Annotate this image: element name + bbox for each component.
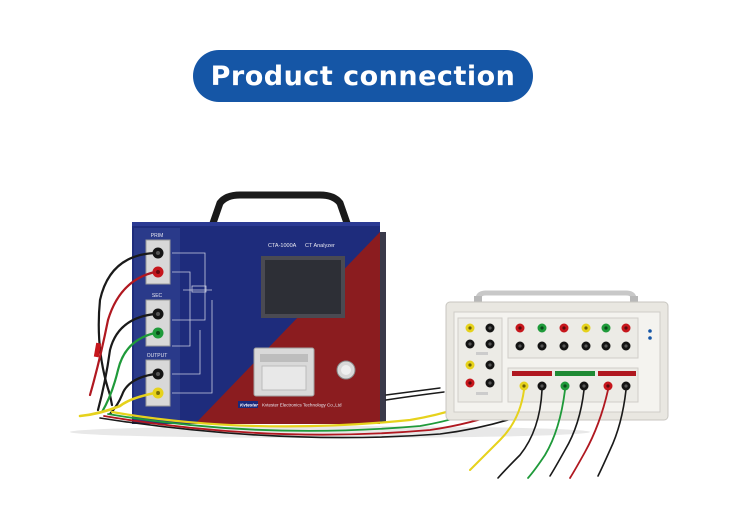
svg-text:Kvtester: Kvtester (240, 403, 258, 408)
prim-label: PRIM (151, 233, 164, 239)
brand-logo: Kvtester (238, 401, 258, 408)
device-name-text: CT Analyzer (305, 243, 335, 249)
lcd-screen (265, 260, 341, 314)
ct-analyzer: PRIM SEC OUTPUT CTA-1000A (132, 191, 386, 424)
panel-schematic (172, 252, 213, 394)
model-text: CTA-1000A (268, 243, 297, 249)
terminal-box (445, 290, 669, 421)
page-title: Product connection (193, 50, 533, 102)
output-label: OUTPUT (147, 353, 168, 359)
sec-terminal-box (145, 299, 171, 347)
output-terminal-box (145, 359, 171, 407)
terminal-box-handle (475, 290, 637, 304)
company-text: Kvtester Electronics Technology Co.,Ltd (262, 403, 342, 408)
sec-label: SEC (152, 293, 163, 299)
analyzer-handle (208, 191, 352, 230)
terminal-cables (469, 389, 627, 479)
side-cables (385, 387, 445, 401)
